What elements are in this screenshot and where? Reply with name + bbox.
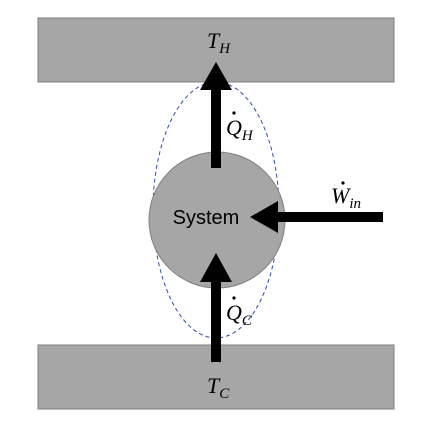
svg-text:QC: QC xyxy=(226,300,253,329)
heat-in-arrow xyxy=(200,253,232,362)
heat-in-dot xyxy=(232,296,236,300)
work-in-label: Win xyxy=(331,181,361,212)
heat-out-label: QH xyxy=(226,111,254,144)
hot-reservoir-label: TH xyxy=(207,28,231,57)
svg-text:QH: QH xyxy=(226,115,254,144)
work-in-dot xyxy=(341,181,345,185)
system-label: System xyxy=(173,207,240,229)
heat-out-dot xyxy=(232,111,236,115)
heat-in-label: QC xyxy=(226,296,253,329)
work-in-arrow xyxy=(250,201,383,233)
heat-out-arrow xyxy=(200,62,232,168)
cold-reservoir-label: TC xyxy=(207,373,230,402)
svg-text:Win: Win xyxy=(331,183,361,212)
